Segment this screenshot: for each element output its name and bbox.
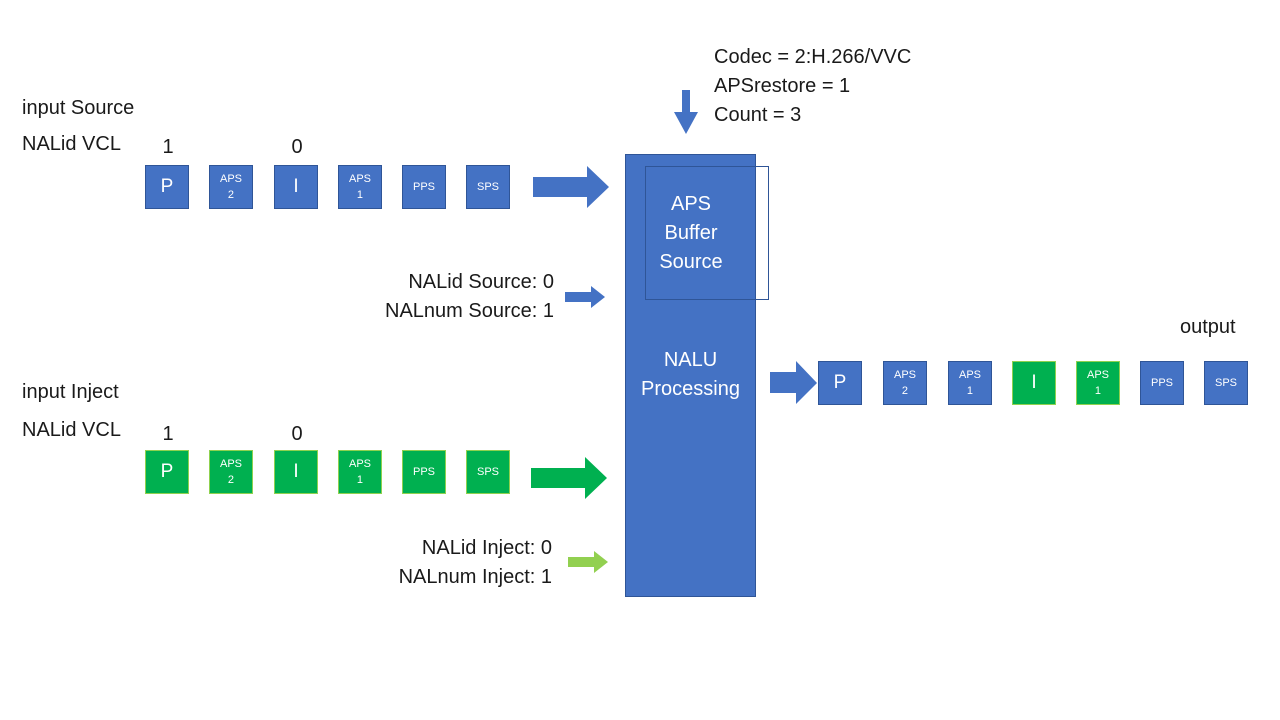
source-nalid-setting: NALid Source: 0 <box>408 271 554 293</box>
inject-nalu-i: I <box>274 450 318 494</box>
count-setting: Count = 3 <box>714 104 802 126</box>
inject-id-p: 1 <box>162 423 174 445</box>
source-nalu-i: I <box>274 165 318 209</box>
inject-nalid-label: NALid VCL <box>22 419 121 441</box>
nalu-processing-label: NALU Processing <box>641 349 740 400</box>
source-nalu-p: P <box>145 165 189 209</box>
output-nalu-i-inject: I <box>1012 361 1056 405</box>
inject-nalid-setting: NALid Inject: 0 <box>421 537 552 559</box>
aps-buffer-label: APS Buffer Source <box>659 193 723 273</box>
source-nalnum-setting: NALnum Source: 1 <box>385 300 554 322</box>
source-nalu-sps: SPS <box>466 165 510 209</box>
inject-nalnum-setting: NALnum Inject: 1 <box>398 566 552 588</box>
inject-nalu-pps: PPS <box>402 450 446 494</box>
output-nalu-pps: PPS <box>1140 361 1184 405</box>
inject-nalu-sps: SPS <box>466 450 510 494</box>
source-nalu-pps: PPS <box>402 165 446 209</box>
source-title: input Source <box>22 97 135 119</box>
codec-setting: Codec = 2:H.266/VVC <box>714 46 912 68</box>
inject-nalu-p: P <box>145 450 189 494</box>
inject-input-arrow <box>531 457 607 499</box>
config-down-arrow <box>674 90 698 134</box>
source-nalid-label: NALid VCL <box>22 133 121 155</box>
source-input-arrow <box>533 166 609 208</box>
output-arrow <box>770 361 817 404</box>
aps-restore-setting: APSrestore = 1 <box>714 75 851 97</box>
inject-title: input Inject <box>22 381 119 403</box>
source-setting-arrow <box>565 286 605 308</box>
output-title: output <box>1180 316 1236 338</box>
inject-setting-arrow <box>568 551 608 573</box>
inject-id-i: 0 <box>291 423 303 445</box>
aps-buffer-source-box <box>645 166 769 300</box>
nalu-processing-block <box>625 154 756 597</box>
output-nalu-p: P <box>818 361 862 405</box>
source-id-i: 0 <box>291 136 303 158</box>
source-id-p: 1 <box>162 136 174 158</box>
output-nalu-sps: SPS <box>1204 361 1248 405</box>
